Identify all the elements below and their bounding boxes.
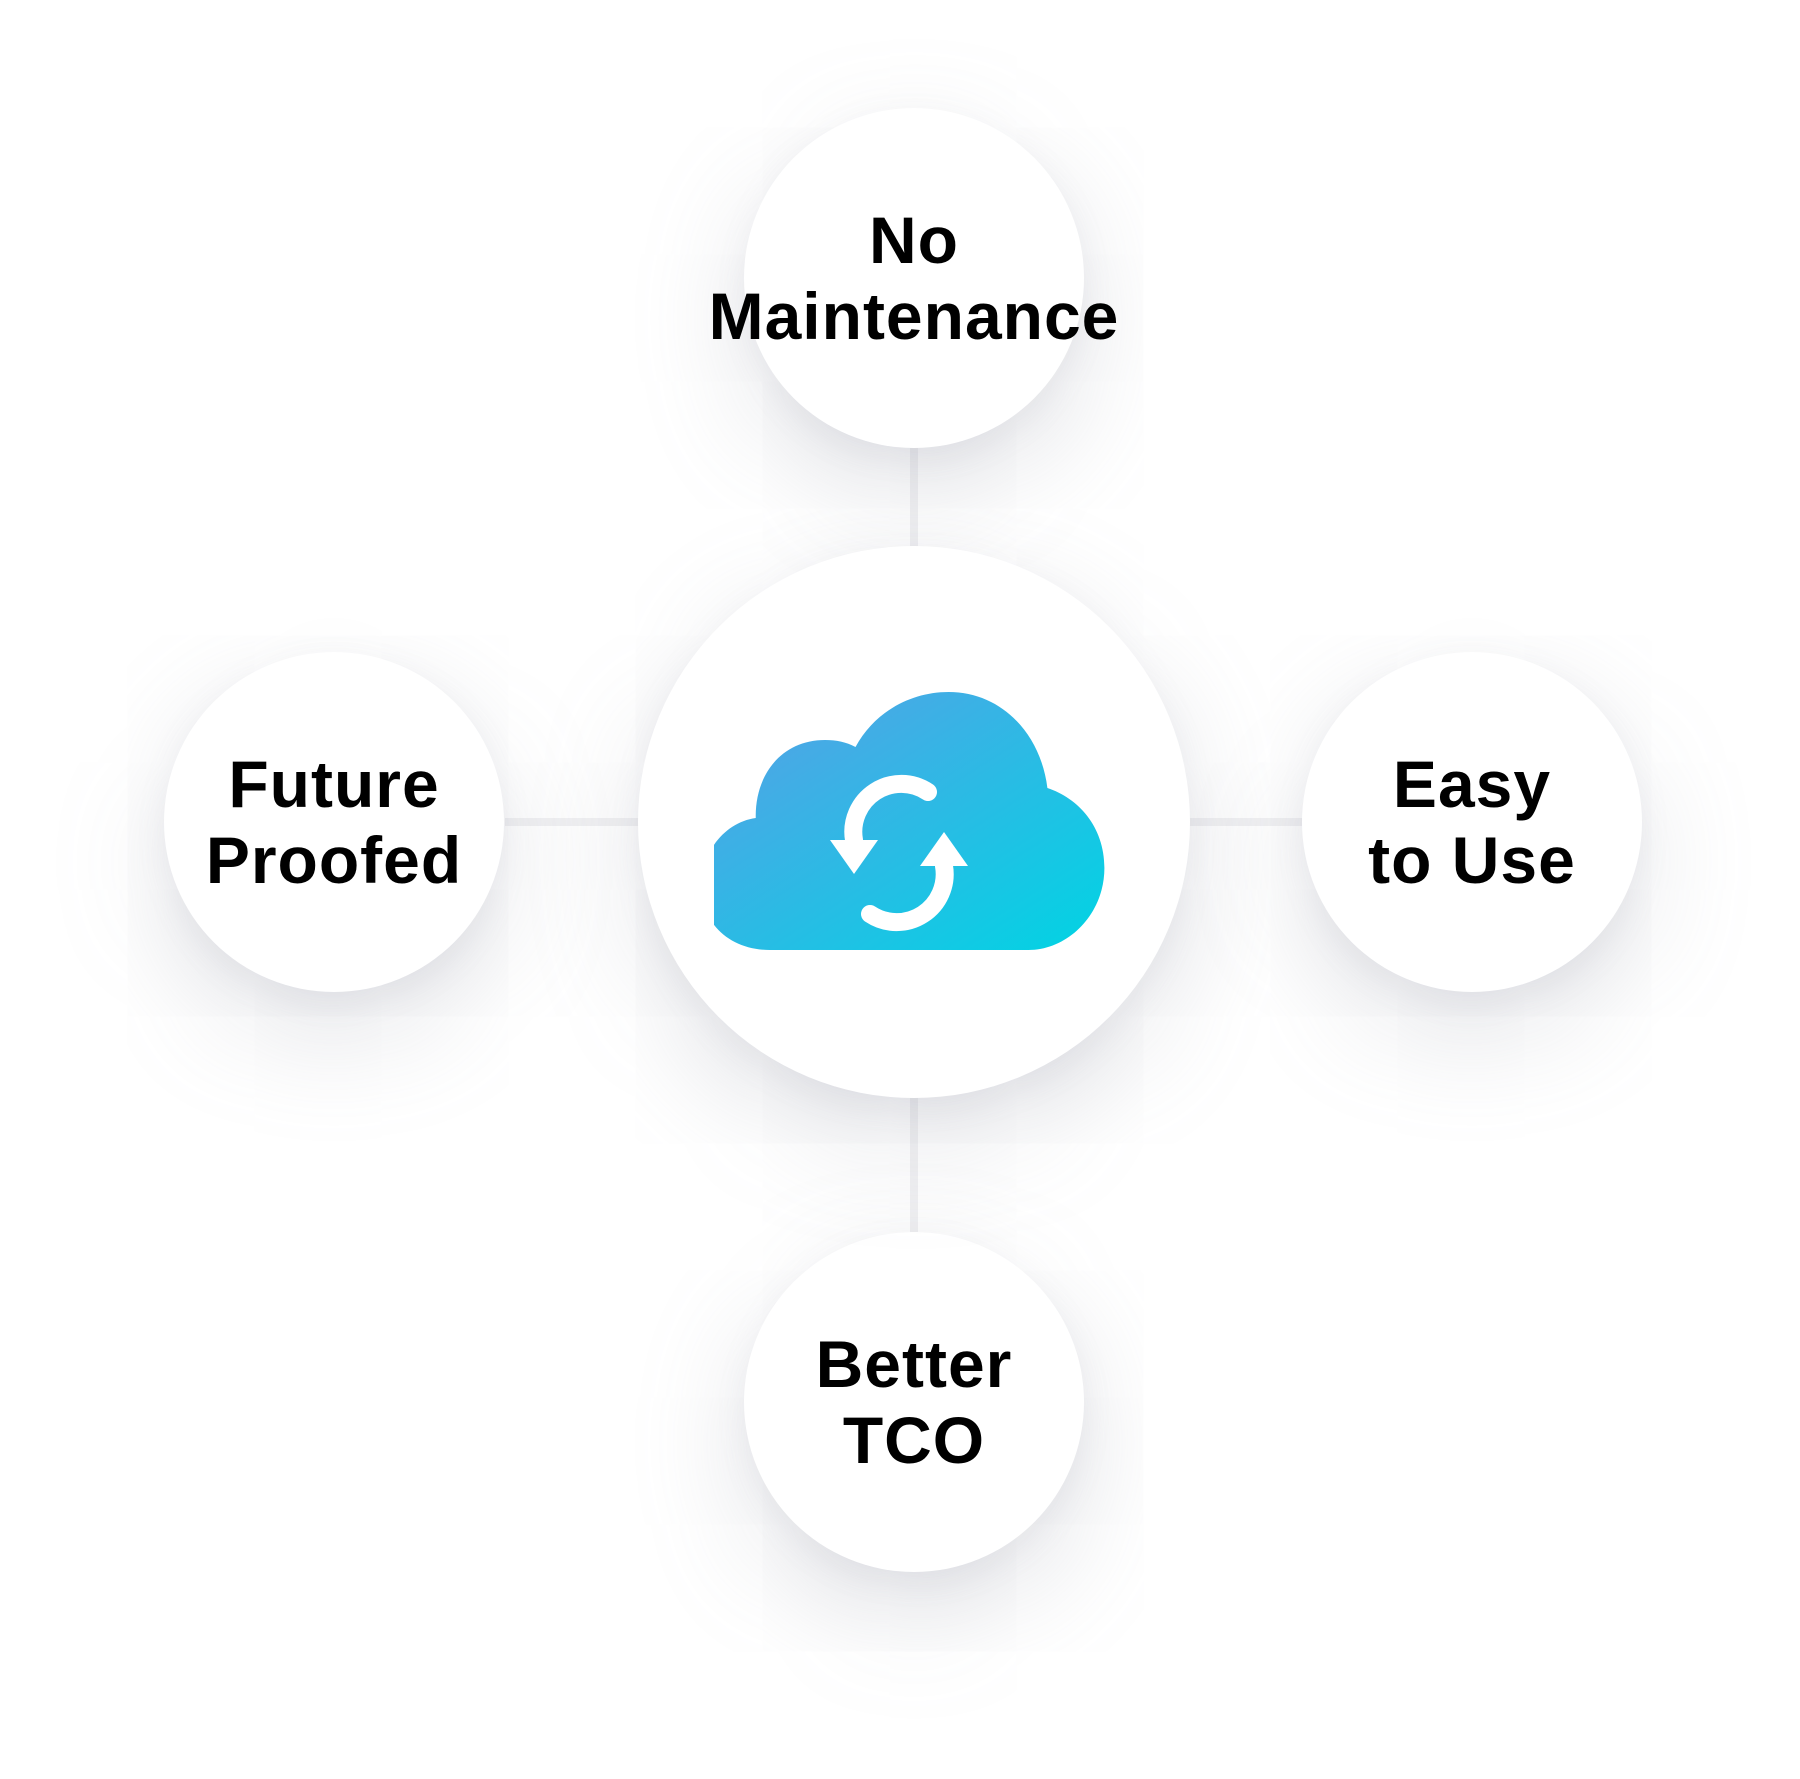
node-label-line1: Future: [228, 747, 440, 821]
node-label-line2: Proofed: [205, 823, 463, 897]
node-better-tco: Better TCO: [744, 1232, 1084, 1572]
connector-bottom: [910, 1098, 918, 1232]
node-label: Easy to Use: [1368, 746, 1576, 898]
cloud-shape: [714, 692, 1105, 950]
node-label: No Maintenance: [709, 202, 1120, 354]
node-label: Better TCO: [816, 1326, 1013, 1478]
node-no-maintenance: No Maintenance: [709, 108, 1118, 448]
node-easy-to-use: Easy to Use: [1302, 652, 1642, 992]
node-label: Future Proofed: [206, 746, 462, 898]
node-label-line1: Better: [815, 1327, 1013, 1401]
connector-right: [1188, 818, 1302, 826]
cloud-sync-icon: [714, 690, 1114, 954]
node-label-line2: Maintenance: [708, 279, 1120, 353]
center-node: [638, 546, 1190, 1098]
sync-arrows: [844, 774, 954, 932]
sync-arrowheads: [830, 832, 968, 874]
node-future-proofed: Future Proofed: [164, 652, 504, 992]
node-label-line1: No: [869, 203, 959, 277]
connector-top: [910, 448, 918, 546]
connector-left: [505, 818, 640, 826]
node-label-line2: TCO: [842, 1403, 986, 1477]
node-label-line1: Easy: [1392, 747, 1552, 821]
node-label-line2: to Use: [1368, 823, 1576, 897]
